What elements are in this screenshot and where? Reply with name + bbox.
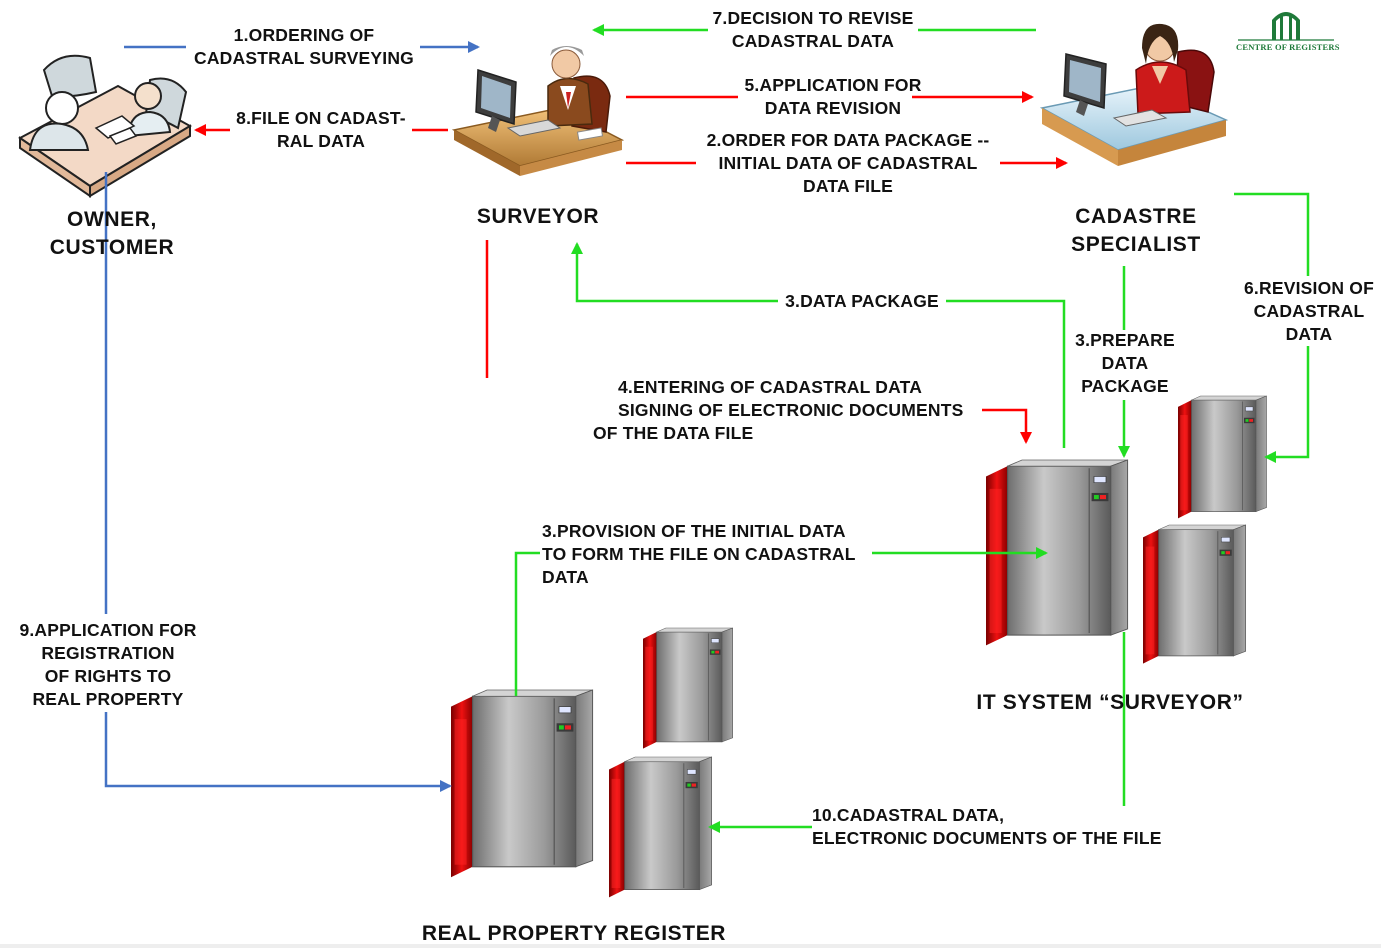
flow-3-package-arrow bbox=[571, 242, 1066, 448]
flow-3-package-label: 3.DATA PACKAGE bbox=[785, 291, 939, 311]
flow-10-label: 10.CADASTRAL DATA, ELECTRONIC DOCUMENTS … bbox=[812, 805, 1162, 848]
real-property-register-label: REAL PROPERTY REGISTER bbox=[421, 922, 727, 945]
brand-logo: CENTRE OF REGISTERS bbox=[1236, 8, 1340, 58]
cadastre-specialist-label: CADASTRE SPECIALIST bbox=[1071, 205, 1201, 256]
flow-4-label-line-2: SIGNING OF ELECTRONIC DOCUMENTS bbox=[618, 400, 964, 420]
register-server-top bbox=[642, 627, 734, 749]
surveyor-label: SURVEYOR bbox=[476, 205, 600, 228]
brand-text: CENTRE OF REGISTERS bbox=[1236, 42, 1340, 52]
flow-5-label: 5.APPLICATION FOR DATA REVISION bbox=[744, 75, 922, 118]
it-system-label: IT SYSTEM “SURVEYOR” bbox=[976, 691, 1244, 714]
flow-2-label: 2.ORDER FOR DATA PACKAGE -- INITIAL DATA… bbox=[706, 130, 990, 196]
bottom-border bbox=[0, 944, 1381, 948]
registry-building-icon bbox=[1238, 12, 1334, 41]
flow-4-arrow bbox=[485, 240, 1032, 444]
specialist-at-desk-icon bbox=[1039, 23, 1229, 166]
flow-9-label: 9.APPLICATION FOR REGISTRATION OF RIGHTS… bbox=[19, 620, 197, 709]
flow-6-arrow bbox=[1234, 192, 1310, 463]
flow-4-label-line-1: 4.ENTERING OF CADASTRAL DATA bbox=[618, 377, 923, 397]
flow-1-label: 1.ORDERING OF CADASTRAL SURVEYING bbox=[194, 25, 414, 68]
register-server-bottom bbox=[608, 756, 713, 898]
owner-label: OWNER, CUSTOMER bbox=[49, 208, 175, 259]
it-system-server-top bbox=[1177, 395, 1267, 519]
register-server-main bbox=[450, 689, 594, 878]
flow-3-provision-arrow bbox=[514, 547, 1048, 696]
flow-8-label: 8.FILE ON CADAST- RAL DATA bbox=[236, 108, 406, 151]
flow-7-label: 7.DECISION TO REVISE CADASTRAL DATA bbox=[712, 8, 914, 51]
flow-4-label-line-3: OF THE DATA FILE bbox=[593, 423, 754, 443]
flow-3-provision-label: 3.PROVISION OF THE INITIAL DATA TO FORM … bbox=[542, 521, 856, 587]
flow-10-arrow bbox=[708, 632, 1126, 833]
office-meeting-icon bbox=[18, 54, 192, 198]
flow-6-label: 6.REVISION OF CADASTRAL DATA bbox=[1244, 278, 1374, 344]
flow-3-prepare-label: 3.PREPARE DATA PACKAGE bbox=[1075, 330, 1175, 396]
it-system-server-bottom bbox=[1142, 524, 1247, 665]
surveyor-at-desk-icon bbox=[451, 46, 625, 176]
flow-9-arrow bbox=[104, 172, 452, 792]
